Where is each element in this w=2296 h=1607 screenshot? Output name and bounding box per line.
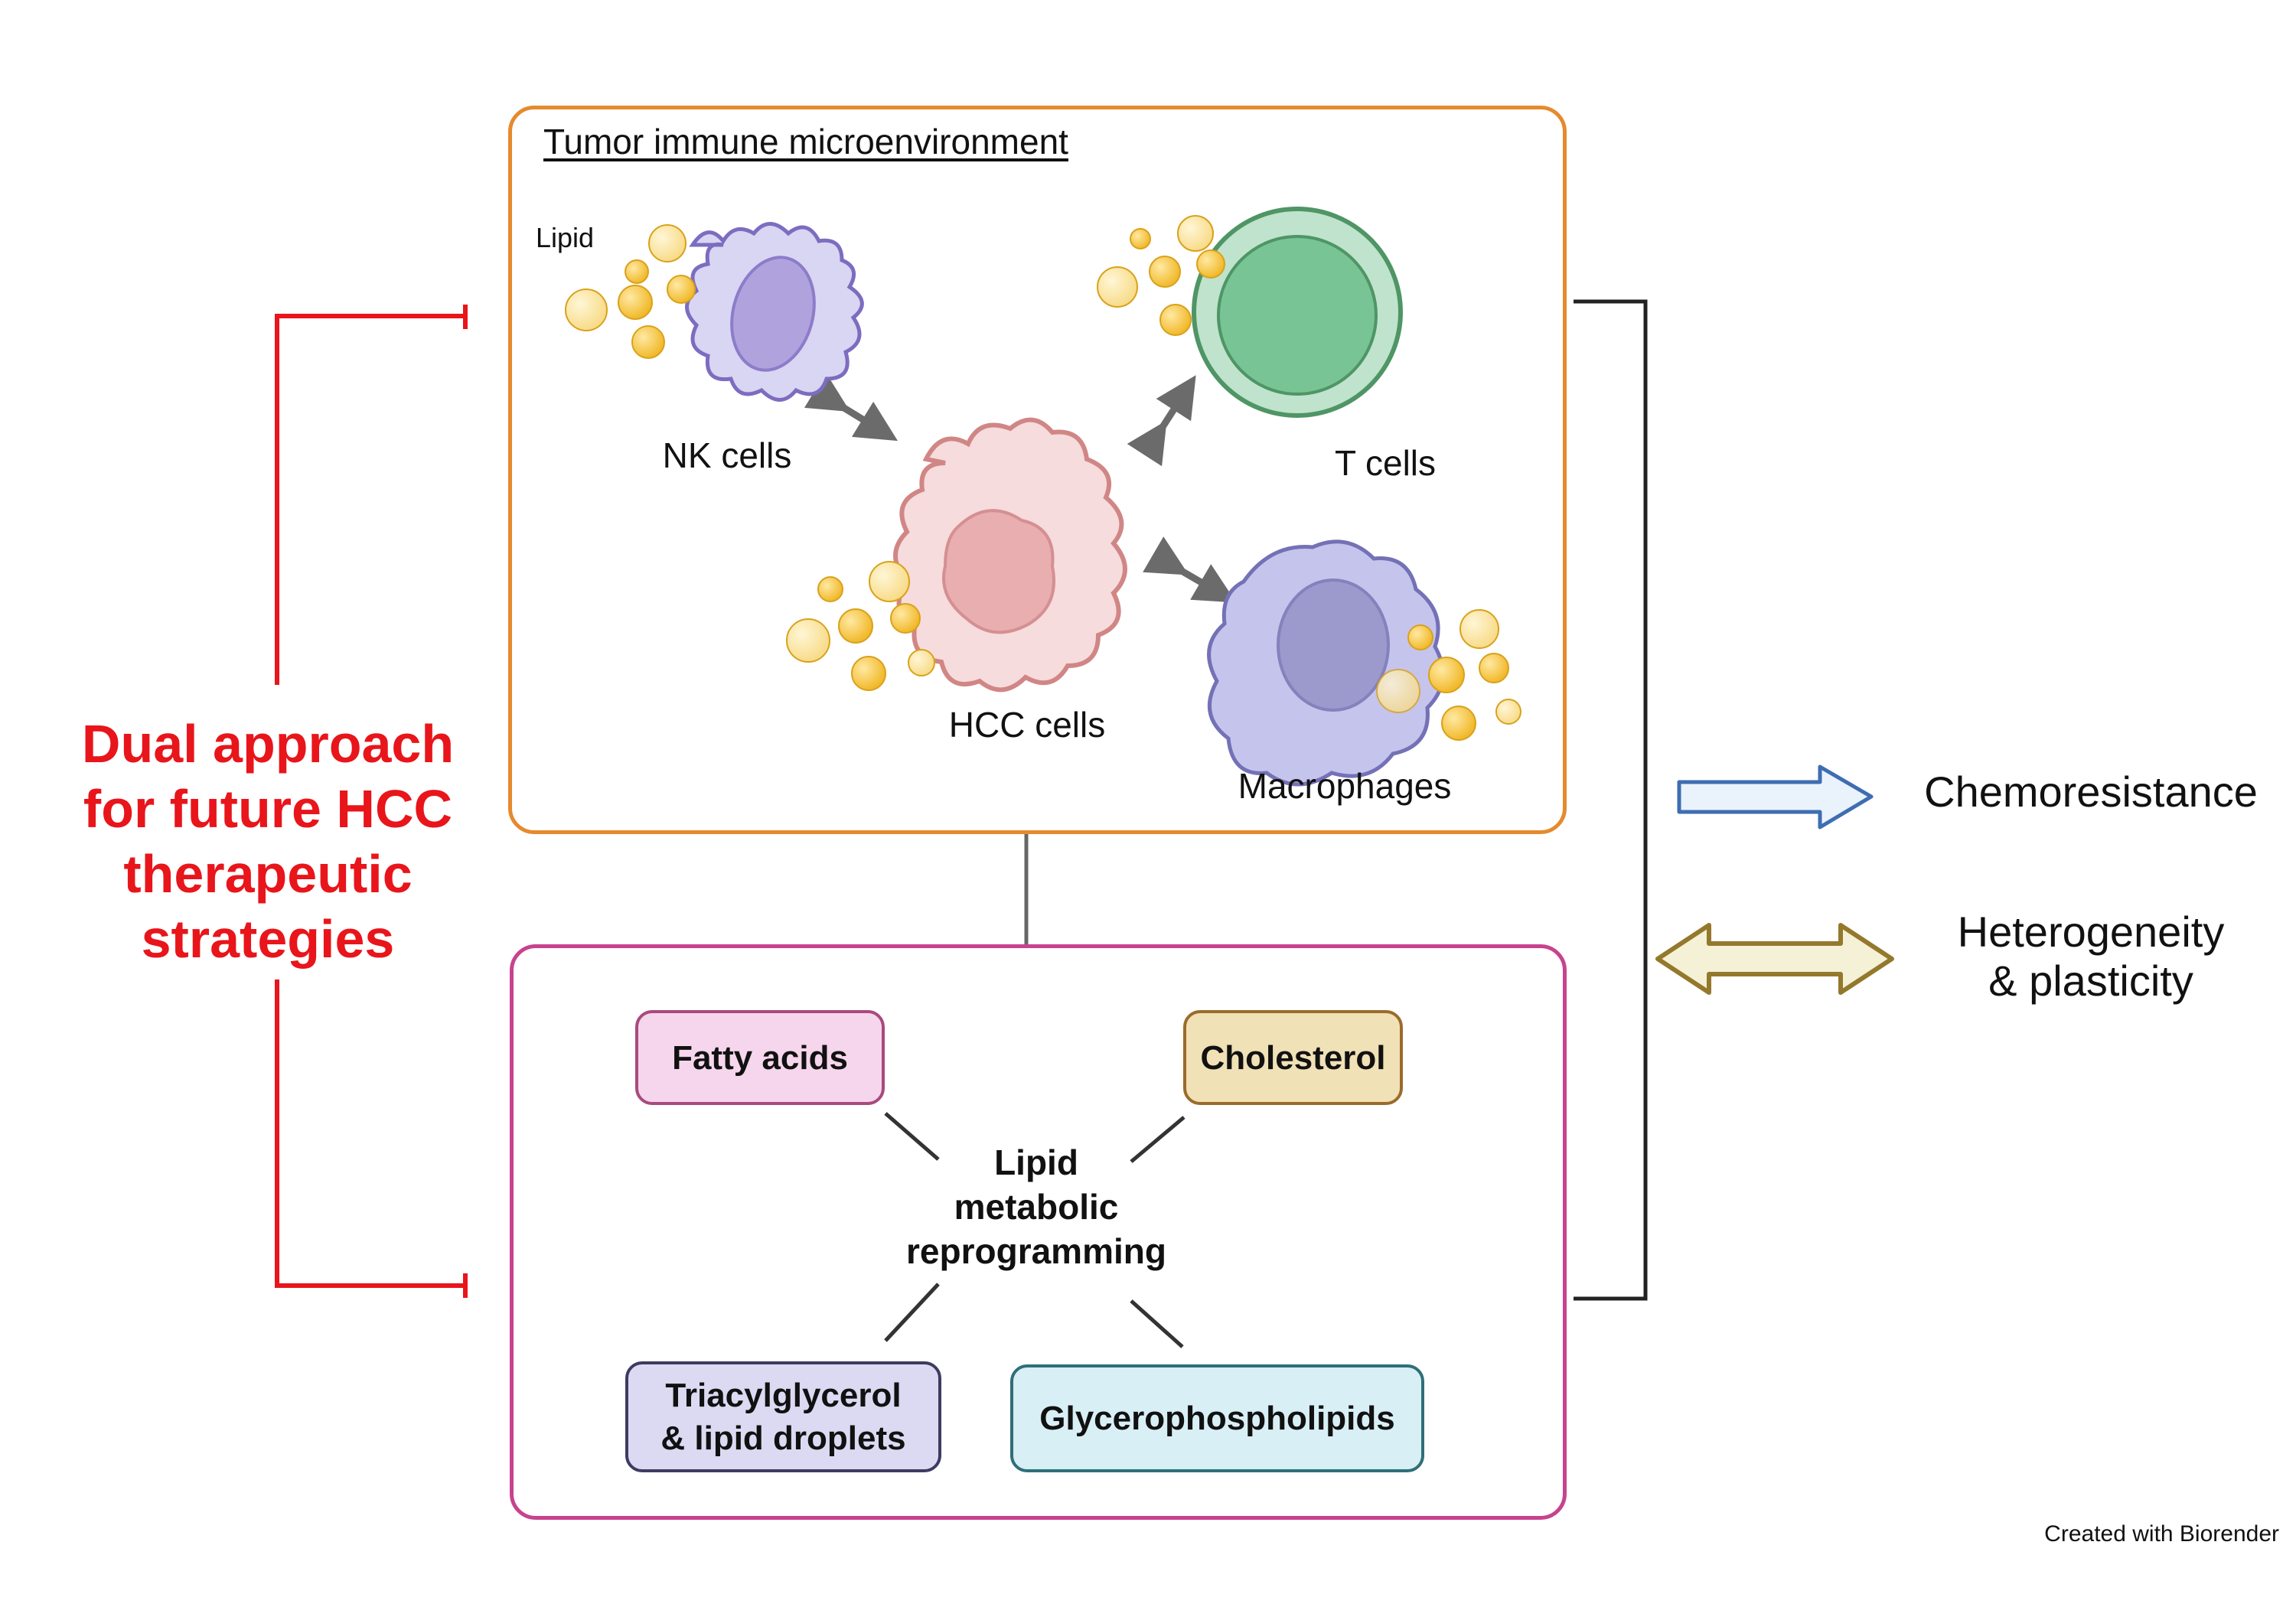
lipid-tag-label: Lipid [536, 222, 595, 253]
fatty-acids-box: Fatty acids [635, 1010, 885, 1105]
red-inhibition-bracket [275, 305, 468, 1298]
lipid-droplets [565, 215, 1521, 741]
nk-cell-icon [685, 222, 864, 402]
glycerophospholipids-box: Glycerophospholipids [1010, 1364, 1424, 1472]
nk-cells-label: NK cells [662, 435, 792, 475]
cholesterol-label: Cholesterol [1200, 1038, 1386, 1077]
hcc-cell-icon [893, 417, 1127, 693]
heterogeneity-double-arrow-icon [1655, 923, 1894, 995]
heterogeneity-plasticity-label: Heterogeneity & plasticity [1957, 908, 2225, 1005]
macrophage-cell-icon [1207, 539, 1445, 787]
lipid-metabolic-box [510, 944, 1567, 1520]
glycerophospholipids-label: Glycerophospholipids [1039, 1400, 1395, 1437]
lipid-spokes [884, 1112, 1186, 1348]
chemoresistance-arrow-icon [1677, 764, 1874, 830]
right-bracket [1574, 299, 1648, 1301]
t-cells-label: T cells [1334, 443, 1437, 483]
hcc-cells-label: HCC cells [948, 705, 1106, 745]
tme-title: Tumor immune microenvironment [543, 122, 1068, 161]
macro-hcc-arrow [1143, 536, 1237, 603]
biorender-credit: Created with Biorender [2044, 1521, 2279, 1547]
fatty-acids-label: Fatty acids [672, 1038, 848, 1077]
tumor-immune-microenvironment-box [508, 106, 1567, 834]
t-hcc-arrow [1127, 375, 1196, 467]
cholesterol-box: Cholesterol [1183, 1010, 1403, 1105]
triacylglycerol-label: Triacylglycerol & lipid droplets [660, 1376, 906, 1457]
macrophages-label: Macrophages [1238, 766, 1452, 806]
t-cell-icon [1192, 207, 1403, 418]
lipid-metabolic-reprogramming-label: Lipid metabolic reprogramming [906, 1143, 1166, 1271]
triacylglycerol-box: Triacylglycerol & lipid droplets [625, 1361, 941, 1472]
dual-approach-label: Dual approach for future HCC therapeutic… [81, 714, 455, 969]
chemoresistance-label: Chemoresistance [1924, 768, 2258, 816]
interaction-arrows [804, 372, 1237, 603]
nk-hcc-arrow [804, 372, 899, 442]
